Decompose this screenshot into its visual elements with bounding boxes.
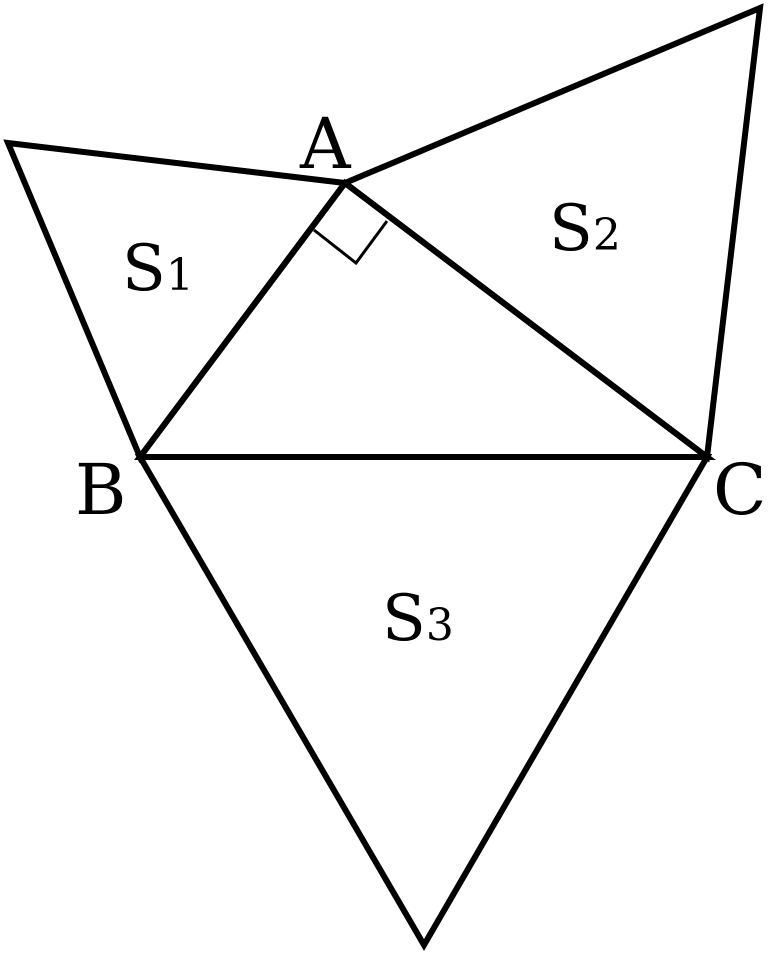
- region-s2-subscript: 2: [593, 210, 621, 261]
- region-label-s2: S2: [549, 192, 621, 266]
- region-s3-letter: S: [382, 582, 426, 656]
- vertex-label-b: B: [75, 449, 126, 531]
- region-s2-letter: S: [549, 192, 593, 266]
- region-label-s1: S1: [122, 232, 194, 306]
- region-s3-subscript: 3: [426, 600, 454, 651]
- triangle-abc: [134, 178, 716, 460]
- vertex-label-c: C: [713, 449, 767, 531]
- right-angle-marker: [313, 220, 389, 266]
- region-s1-letter: S: [122, 232, 166, 306]
- vertex-label-a: A: [299, 103, 352, 185]
- region-s1-subscript: 1: [166, 250, 194, 301]
- region-label-s3: S3: [382, 582, 454, 656]
- triangle-s3: [134, 454, 713, 951]
